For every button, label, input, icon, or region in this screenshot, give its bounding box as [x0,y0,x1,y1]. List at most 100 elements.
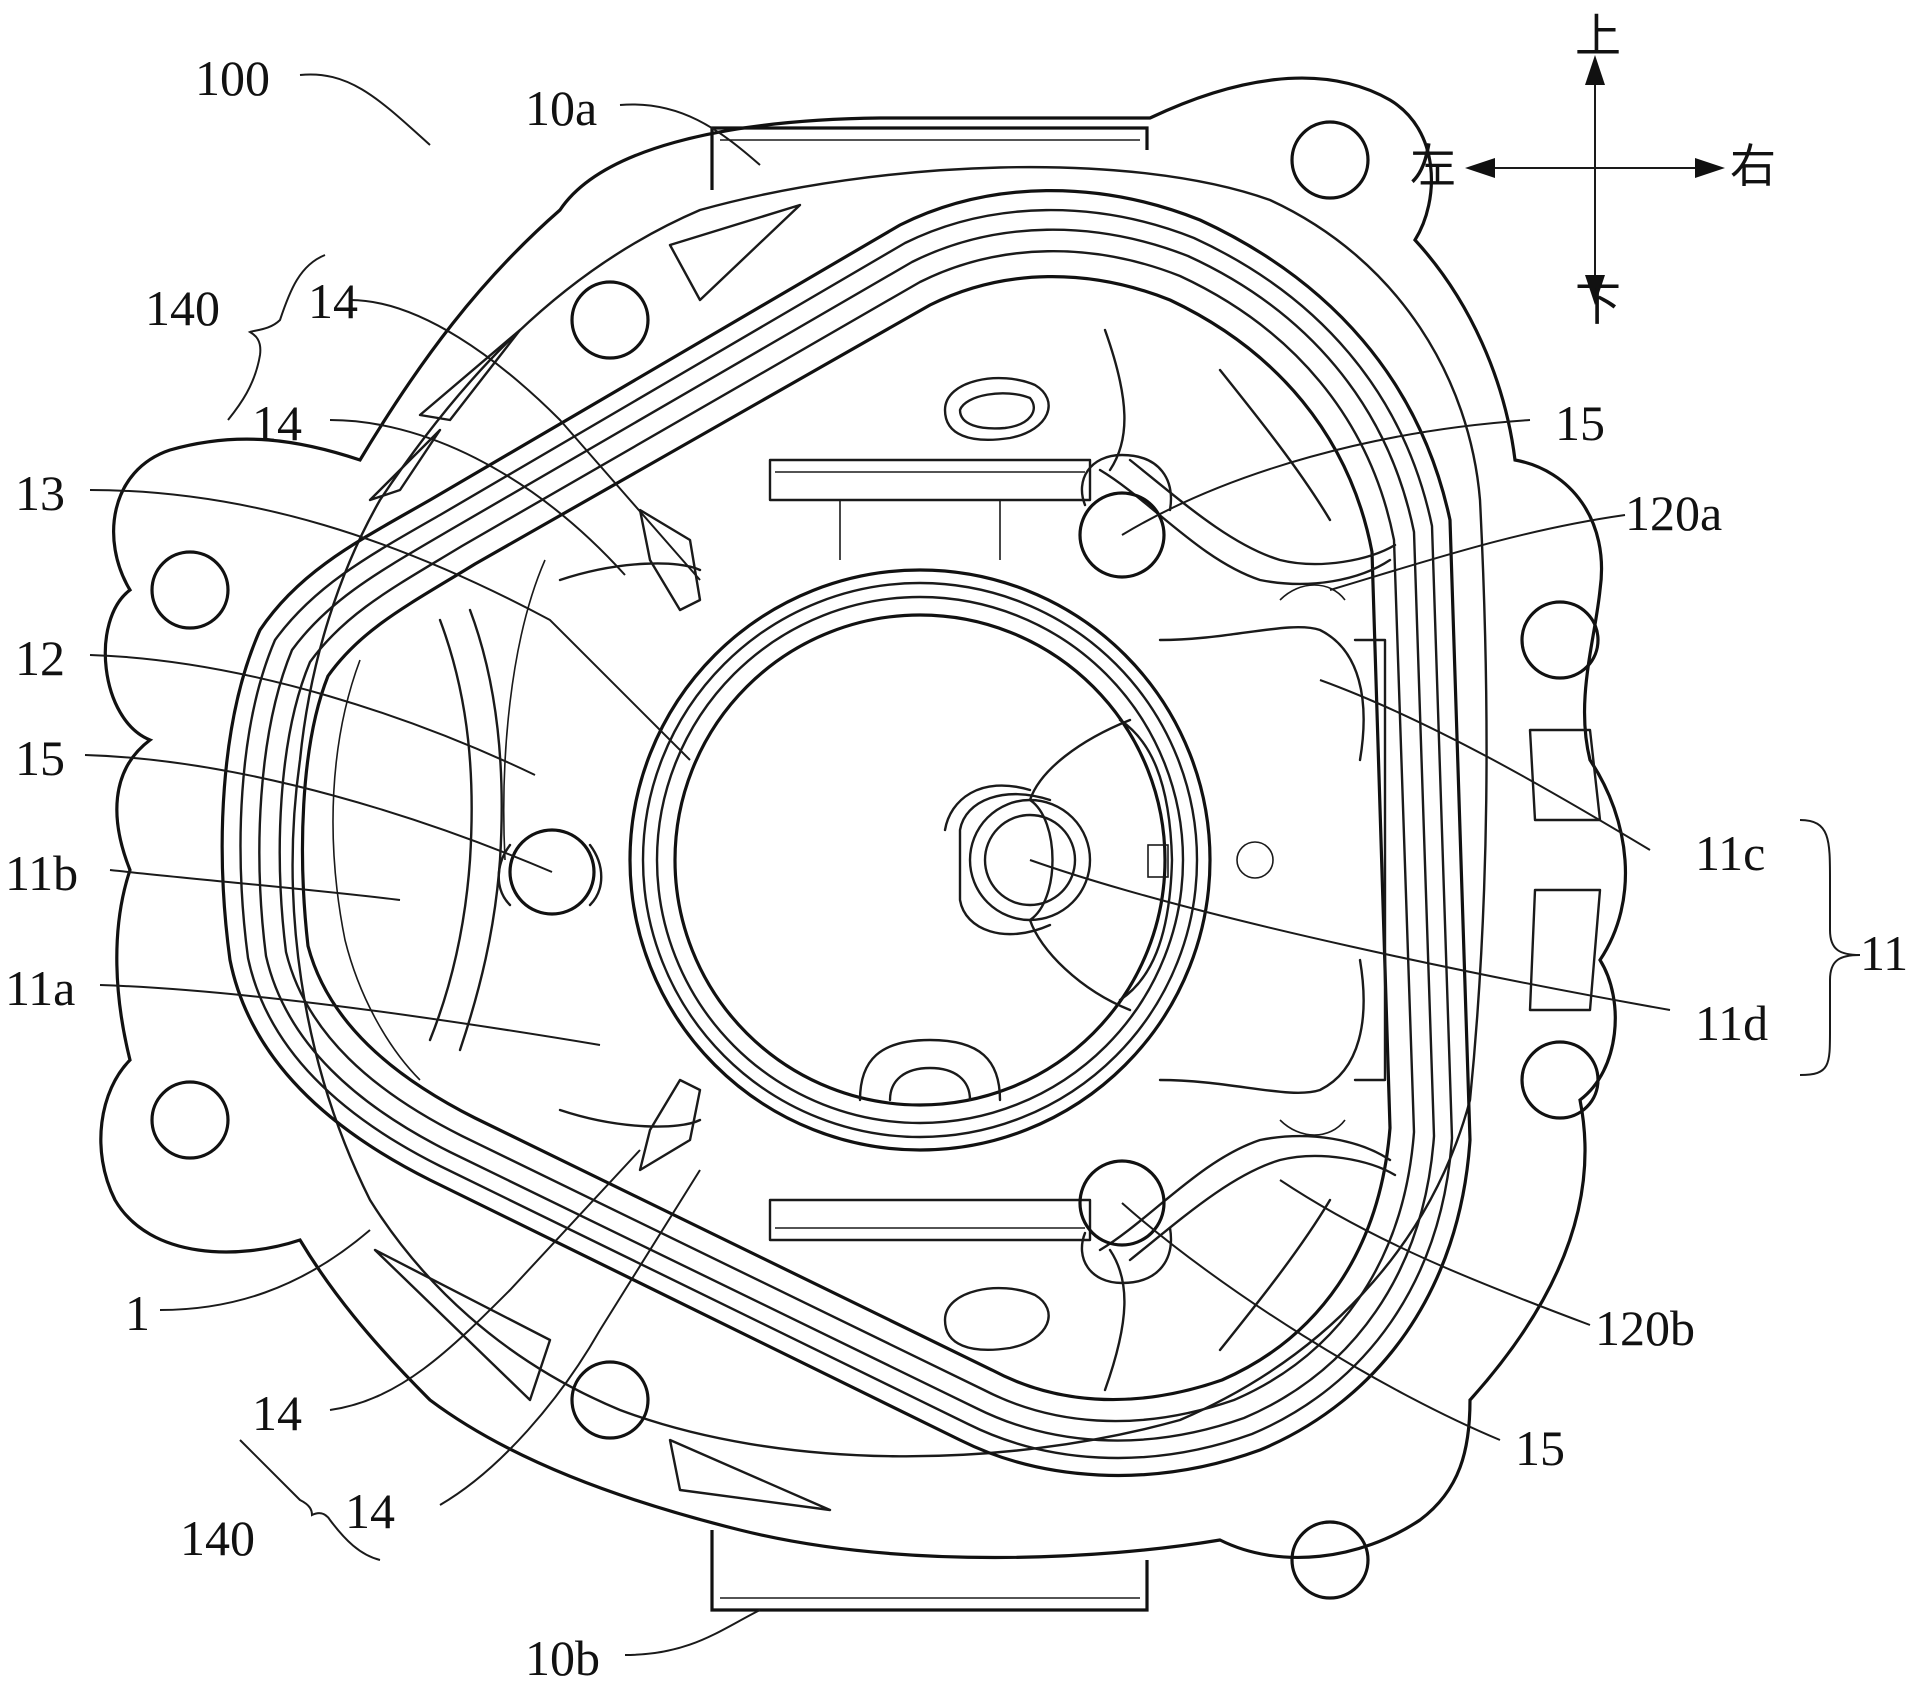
port-10b [710,1530,1149,1612]
label-14-d: 14 [345,1483,395,1539]
slot-top-2 [418,328,522,422]
label-120a: 120a [1625,485,1722,541]
leader-12 [89,654,536,776]
leader-100 [299,73,431,146]
arrow-left-icon [1465,158,1495,178]
label-100: 100 [195,50,270,106]
label-1: 1 [125,1285,150,1341]
label-14-a: 14 [308,273,358,329]
spool-hub-inner [983,813,1077,907]
label-14-c: 14 [252,1385,302,1441]
label-11d: 11d [1695,995,1768,1051]
seal-offset-3 [278,250,1416,1423]
seal-offset-2 [258,228,1436,1442]
bolt-hole-right-lower [1520,1040,1600,1120]
leader-10a [619,103,761,166]
seal-outer [220,189,1472,1478]
housing-flange [99,76,1627,1560]
bolt-hole-bottom-right [1290,1520,1370,1600]
label-140-top: 140 [145,280,220,336]
leader-14-b [329,419,626,576]
leader-14-a [349,299,701,581]
compass-down: 下 [1575,277,1621,331]
label-13: 13 [15,465,65,521]
label-11: 11 [1860,925,1908,981]
slot-right-1 [1528,728,1602,822]
central-bore [628,568,1212,1152]
spool-hub-outer [968,798,1092,922]
brace-11 [1799,819,1861,1076]
label-10a: 10a [525,80,597,136]
seal-offset-1 [239,208,1454,1460]
bolt-hole-top-left [570,280,650,360]
leader-11c [1319,679,1651,851]
pin-bottom-right [1078,1159,1166,1247]
compass-left: 左 [1410,139,1456,193]
slot-top-3 [368,428,442,502]
label-15-left: 15 [15,730,65,786]
upper-boss [768,376,1092,560]
leader-15-left [84,754,553,873]
label-12: 12 [15,630,65,686]
slot-top-1 [668,203,802,302]
leader-15-top-right [1121,419,1531,536]
compass-right: 右 [1730,139,1776,193]
label-140-bottom: 140 [180,1510,255,1566]
leader-14-d [439,1169,701,1506]
pin-left [508,828,596,916]
leader-15-bottom-right [1121,1202,1501,1441]
leader-1 [159,1229,371,1311]
channel-120b [1098,1134,1397,1392]
port-10a [710,126,1149,190]
flange-outline [99,76,1627,1560]
label-11b: 11b [5,845,78,901]
label-120b: 120b [1595,1300,1695,1356]
label-10b: 10b [525,1630,600,1686]
leader-11d [1029,859,1671,1011]
leader-11b [109,869,401,901]
leader-lines [84,73,1671,1656]
chamber-11a [558,508,702,1172]
spool-11d [943,718,1274,1012]
bolt-hole-bottom-left [570,1360,650,1440]
bore-offset-1 [641,581,1199,1139]
brace-140-top [227,254,326,421]
brace-140-bottom [239,1439,381,1561]
label-11a: 11a [5,960,75,1016]
seal-inner [300,275,1392,1402]
spool-cam [1028,718,1132,1012]
leader-14-c [329,1149,641,1411]
leader-120b [1279,1179,1591,1326]
leader-11a [99,984,601,1046]
bore-offset-2 [655,595,1185,1125]
label-14-b: 14 [252,395,302,451]
slot-bottom-2 [668,1438,832,1512]
bolt-hole-right-upper [1520,600,1600,680]
reference-labels: 100 10a 140 14 14 13 12 15 11b 11a 1 14 … [5,50,1908,1686]
direction-compass: 上 下 左 右 [1410,9,1776,331]
flange-inner-contour [291,165,1488,1458]
chamber-11c [1158,584,1387,1136]
bolt-hole-left-upper [150,550,230,630]
pin-top-right [1078,491,1166,579]
bolt-hole-left-lower [150,1080,230,1160]
leader-13 [89,489,691,761]
slot-bottom-1 [373,1248,552,1402]
label-15-top-right: 15 [1555,395,1605,451]
bore-outer [628,568,1212,1152]
bore-inner [673,613,1167,1107]
braces [227,254,1861,1561]
channel-120a [1098,328,1397,586]
bolt-hole-top-right [1290,120,1370,200]
compass-up: 上 [1575,9,1621,63]
slot-right-2 [1528,888,1602,1012]
arrow-right-icon [1695,158,1725,178]
arrow-up-icon [1585,55,1605,85]
arrow-down-icon [1585,275,1605,305]
lower-boss [768,1038,1092,1351]
leader-10b [624,1609,761,1656]
bolt-holes [150,120,1600,1600]
seal-groove [220,189,1472,1478]
chamber-11b [332,559,546,1081]
